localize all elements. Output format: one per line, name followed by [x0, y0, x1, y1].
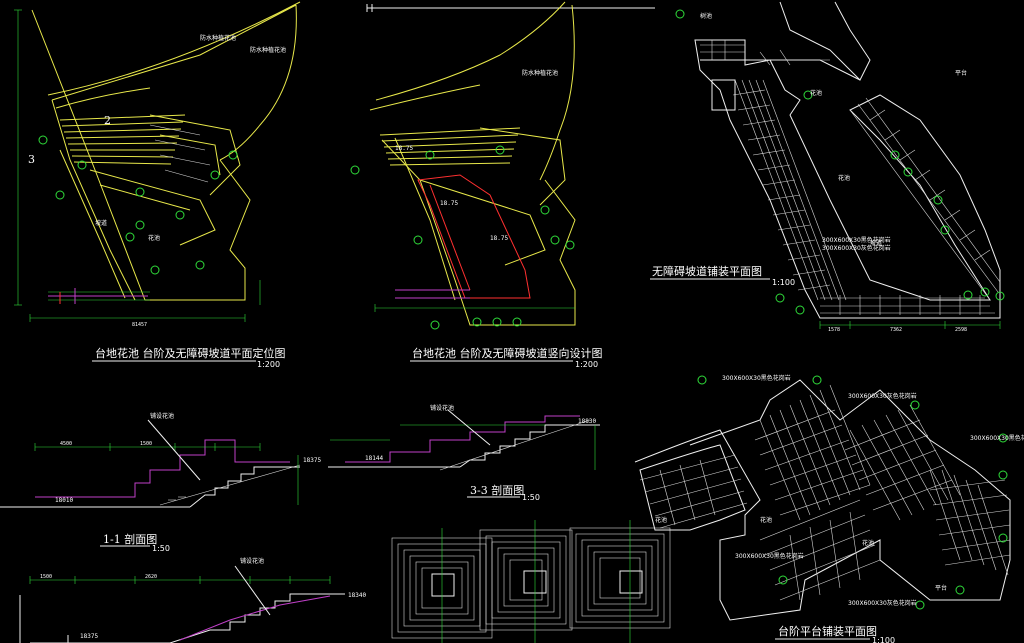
spec-p8-e: 300X600X30黑色花岗岩 [970, 434, 1024, 442]
label-flower-p8c: 花池 [862, 539, 874, 547]
elev-p2-b: 18.75 [440, 200, 458, 207]
elev-p2-c: 18.75 [490, 235, 508, 242]
title-section-33: 3-3 剖面图 [470, 483, 524, 497]
title-plan-position: 台地花池 台阶及无障碍坡道平面定位图 [95, 346, 286, 360]
ramp-paving-panel: 1578 7362 2598 300X600X30黑色花岗岩 300X600X3… [650, 1, 1005, 333]
label-lawn-p1: 防水种植花池 [200, 34, 236, 42]
dim-11-b: 1500 [140, 441, 152, 447]
elev-33-top: 18830 [578, 418, 596, 425]
title-step-paving: 台阶平台铺装平面图 [778, 624, 877, 638]
label-flower-p3b: 花池 [838, 174, 850, 182]
section-11-panel: 铺设花池 4500 1500 18375 18010 1-1 剖面图 1:50 [0, 412, 321, 553]
label-platform-p3: 平台 [955, 69, 967, 77]
label-paving-11: 铺设花池 [150, 412, 174, 420]
elev-lower-low: 18375 [80, 633, 98, 640]
label-tree-p3: 树池 [700, 12, 712, 20]
label-flower-p8a: 花池 [655, 516, 667, 524]
scale-section-33: 1:50 [522, 493, 540, 502]
elev-33-low: 18144 [365, 455, 383, 462]
plan-vertical-panel: 防水种植花池 18.75 18.75 18.75 台地花池 台阶及无障碍坡道竖向… [350, 1, 655, 369]
scale-plan-vertical: 1:200 [575, 360, 598, 369]
dim-ramp-2: 7362 [890, 327, 902, 333]
label-ramp-p3: 坡道 [870, 239, 882, 247]
dim-11-a: 4500 [60, 441, 72, 447]
label-lawn-p2: 防水种植花池 [522, 69, 558, 77]
spec-p8-b: 300X600X30灰色花岗岩 [848, 392, 917, 400]
label-flower-p8b: 花池 [760, 516, 772, 524]
label-ramp-p1: 坡道 [95, 219, 107, 227]
title-section-11: 1-1 剖面图 [103, 532, 157, 546]
spec-grey-granite: 300X600X30灰色花岗岩 [822, 244, 891, 252]
spec-black-granite: 300X600X30黑色花岗岩 [822, 236, 891, 244]
title-ramp-paving: 无障碍坡道铺装平面图 [652, 264, 762, 278]
section-mark-2: 2 [104, 114, 111, 127]
title-plan-vertical: 台地花池 台阶及无障碍坡道竖向设计图 [412, 346, 603, 360]
label-flower-p1: 花池 [148, 234, 160, 242]
section-33-panel: 铺设花池 18830 18144 3-3 剖面图 1:50 [328, 404, 600, 502]
label-platform-p8: 平台 [935, 584, 947, 592]
scale-plan-position: 1:200 [257, 360, 280, 369]
label-paving-lower: 铺设花池 [240, 557, 264, 565]
step-paving-panel: 花池 花池 花池 平台 300X600X30黑色花岗岩 300X600X30灰色… [634, 374, 1024, 643]
dim-overall-width: 81457 [132, 322, 147, 328]
scale-section-11: 1:50 [152, 544, 170, 553]
dim-lower-a: 1500 [40, 574, 52, 580]
spec-p8-c: 300X600X30黑色花岗岩 [735, 552, 804, 560]
spec-p8-d: 300X600X30灰色花岗岩 [848, 599, 917, 607]
elev-11-low: 18010 [55, 497, 73, 504]
label-lawn-p1b: 防水种植花池 [250, 46, 286, 54]
elev-11-top: 18375 [303, 457, 321, 464]
elev-lower-top: 18340 [348, 592, 366, 599]
label-paving-33: 铺设花池 [430, 404, 454, 412]
section-mark-3: 3 [28, 153, 35, 166]
dim-lower-b: 2620 [145, 574, 157, 580]
dim-ramp-3: 2598 [955, 327, 967, 333]
scale-ramp-paving: 1:100 [772, 278, 795, 287]
elev-p2-a: 18.75 [395, 145, 413, 152]
tree-pool-details [391, 520, 671, 643]
spec-p8-a: 300X600X30黑色花岗岩 [722, 374, 791, 382]
section-lower-panel: 铺设花池 18340 18375 1500 2620 [19, 557, 366, 643]
dim-ramp-1: 1578 [828, 327, 840, 333]
scale-step-paving: 1:100 [872, 636, 895, 643]
plan-position-panel: 81457 防水种植花池 防水种植花池 花池 坡道 3 2 台地花池 台阶及无障… [14, 1, 301, 369]
label-flower-p3: 花池 [810, 89, 822, 97]
